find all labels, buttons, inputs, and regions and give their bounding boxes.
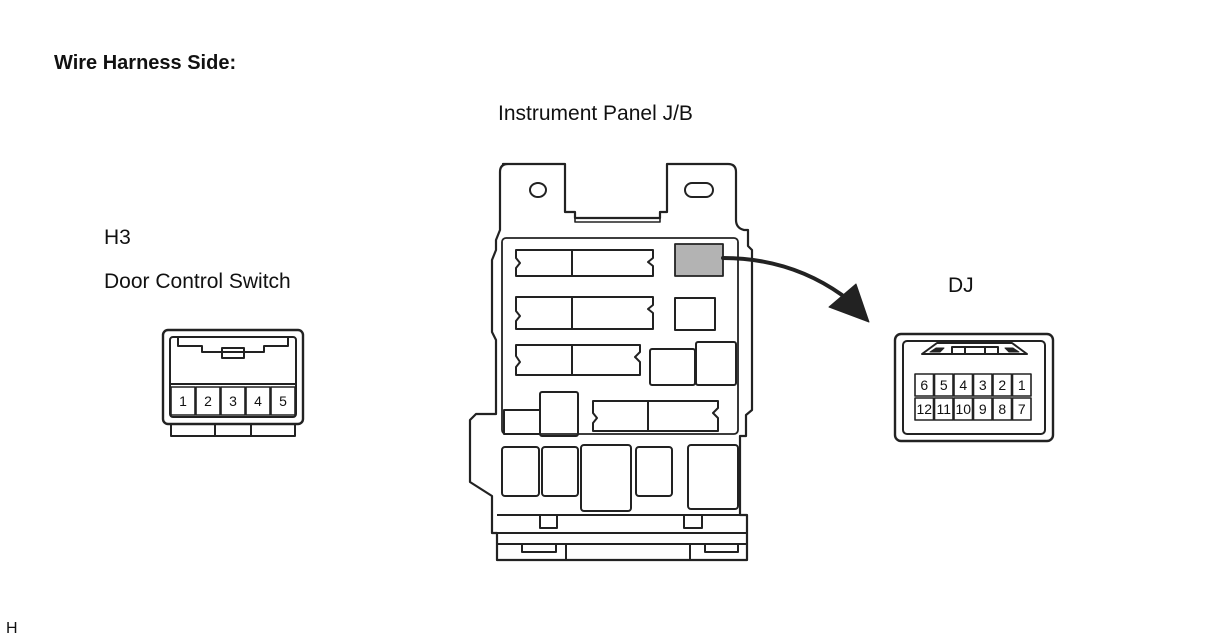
connector-dj-code: DJ <box>948 274 974 297</box>
connector-h3: 1 2 3 4 5 <box>161 328 305 437</box>
connector-h3-pins: 1 2 3 4 5 <box>170 386 296 416</box>
dj-pin-11: 11 <box>936 401 951 417</box>
dj-pin-6: 6 <box>920 377 928 393</box>
dj-pin-2-cell <box>992 373 1013 397</box>
h3-pin-3: 3 <box>229 393 237 409</box>
dj-pin-3-cell <box>972 373 993 397</box>
dj-pin-2: 2 <box>998 377 1006 393</box>
h3-pin-2: 2 <box>204 393 212 409</box>
dj-pin-10-cell <box>953 397 974 421</box>
dj-pin-9: 9 <box>979 401 987 417</box>
dj-pin-1-cell <box>1011 373 1032 397</box>
dj-pin-9-cell <box>972 397 993 421</box>
dj-pin-5-cell <box>933 373 954 397</box>
dj-pin-4: 4 <box>959 377 967 393</box>
dj-pin-3: 3 <box>979 377 987 393</box>
dj-pin-6-cell <box>914 373 935 397</box>
dj-pin-12: 12 <box>916 401 932 417</box>
dj-pin-7-cell <box>1011 397 1032 421</box>
h3-pin-3-cell <box>220 386 246 416</box>
page-title: Wire Harness Side: <box>54 52 237 74</box>
h3-pin-1-cell <box>170 386 196 416</box>
dj-pin-8-cell <box>992 397 1013 421</box>
junction-block <box>468 162 754 562</box>
h3-pin-4: 4 <box>254 393 262 409</box>
corner-mark: H <box>6 620 18 637</box>
locator-arrow <box>721 256 870 323</box>
dj-pin-4-cell <box>953 373 974 397</box>
dj-pin-7: 7 <box>1018 401 1026 417</box>
h3-pin-1: 1 <box>179 393 187 409</box>
h3-pin-2-cell <box>195 386 221 416</box>
dj-pin-12-cell <box>914 397 935 421</box>
dj-pin-10: 10 <box>955 401 971 417</box>
h3-pin-4-cell <box>245 386 271 416</box>
dj-pin-11-cell <box>933 397 954 421</box>
connector-h3-name: Door Control Switch <box>104 270 291 293</box>
dj-pin-5: 5 <box>940 377 948 393</box>
h3-pin-5-cell <box>270 386 296 416</box>
dj-pin-1: 1 <box>1018 377 1026 393</box>
h3-pin-5: 5 <box>279 393 287 409</box>
junction-block-label: Instrument Panel J/B <box>498 102 693 125</box>
dj-pin-8: 8 <box>998 401 1006 417</box>
connector-h3-code: H3 <box>104 226 131 249</box>
